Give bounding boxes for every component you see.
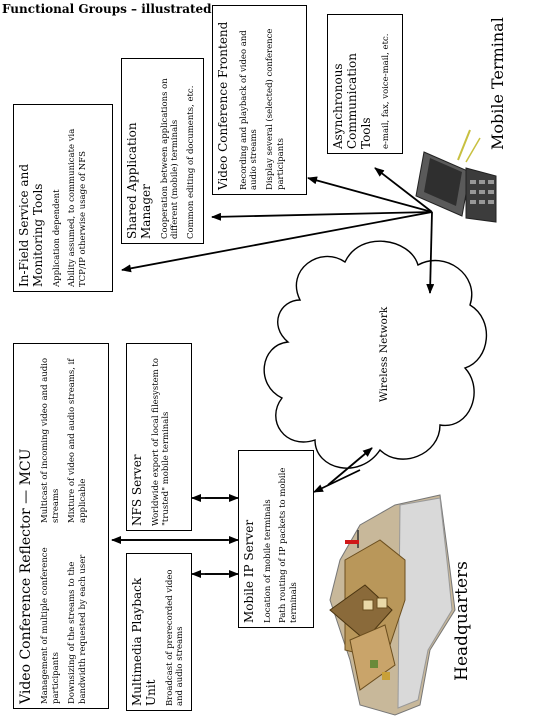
in-field-service-box: In-Field Service and Monitoring Tools Ap…: [13, 104, 113, 292]
mobile-terminal-label: Mobile Terminal: [488, 17, 507, 150]
diagram-title: Functional Groups – illustrated: [2, 2, 212, 16]
mcu-desc-1: Management of multiple conference partic…: [40, 547, 61, 704]
connection-arrows: [111, 167, 435, 578]
mobile-terminal-icon: [415, 129, 497, 223]
mpu-desc: Broadcast of prerecorded video and audio…: [164, 569, 186, 706]
headquarters-building-icon: [329, 494, 456, 716]
vcf-title: Video Conference Frontend: [216, 21, 230, 190]
async-desc: e-mail, fax, voice-mail, etc.: [381, 33, 392, 149]
mobile-ip-server-box: Mobile IP Server Location of mobile term…: [238, 450, 314, 628]
headquarters-label: Headquarters: [452, 561, 472, 681]
mcu-desc-3: Multicast of incoming video and audio st…: [40, 357, 61, 523]
nfs-server-box: NFS Server Worldwide export of local fil…: [126, 343, 192, 531]
mcu-title: Video Conference Reflector — MCU: [18, 448, 34, 704]
vcf-desc-1: Recording and playback of video and audi…: [238, 30, 260, 190]
nfs-desc: Worldwide export of local filesystem to …: [150, 358, 172, 526]
multimedia-playback-box: Multimedia Playback Unit Broadcast of pr…: [126, 553, 192, 711]
mpu-title: Multimedia Playback Unit: [130, 577, 158, 706]
vcf-desc-2: Display several (selected) conference pa…: [265, 28, 286, 190]
async-communication-box: Asynchronous Communication Tools e-mail,…: [327, 14, 403, 154]
async-title: Asynchronous Communication Tools: [331, 53, 373, 149]
mip-desc-2: Path routing of IP packets to mobile ter…: [278, 467, 300, 623]
sam-desc-1: Cooperation between applications on diff…: [159, 78, 181, 239]
sam-title: Shared Application Manager: [125, 122, 153, 239]
infield-desc-1: Application dependent: [51, 189, 62, 288]
mip-desc-1: Location of mobile terminals: [262, 499, 273, 623]
video-conference-frontend-box: Video Conference Frontend Recording and …: [212, 5, 307, 195]
shared-application-manager-box: Shared Application Manager Cooperation b…: [121, 58, 204, 244]
wireless-network-cloud: [263, 240, 487, 469]
mcu-desc-2: Downsizing of the streams to the bandwid…: [67, 554, 88, 704]
infield-title: In-Field Service and Monitoring Tools: [17, 164, 45, 287]
sam-desc-2: Common editing of documents, etc.: [185, 85, 196, 239]
mip-title: Mobile IP Server: [242, 519, 256, 623]
infield-desc-2: Ability assumed, to communicate via TCP/…: [67, 128, 88, 287]
mcu-desc-4: Mixture of video and audio streams, if a…: [67, 358, 88, 523]
nfs-title: NFS Server: [130, 454, 144, 526]
mcu-box: Video Conference Reflector — MCU Managem…: [13, 343, 109, 709]
wireless-network-label: Wireless Network: [378, 306, 390, 402]
